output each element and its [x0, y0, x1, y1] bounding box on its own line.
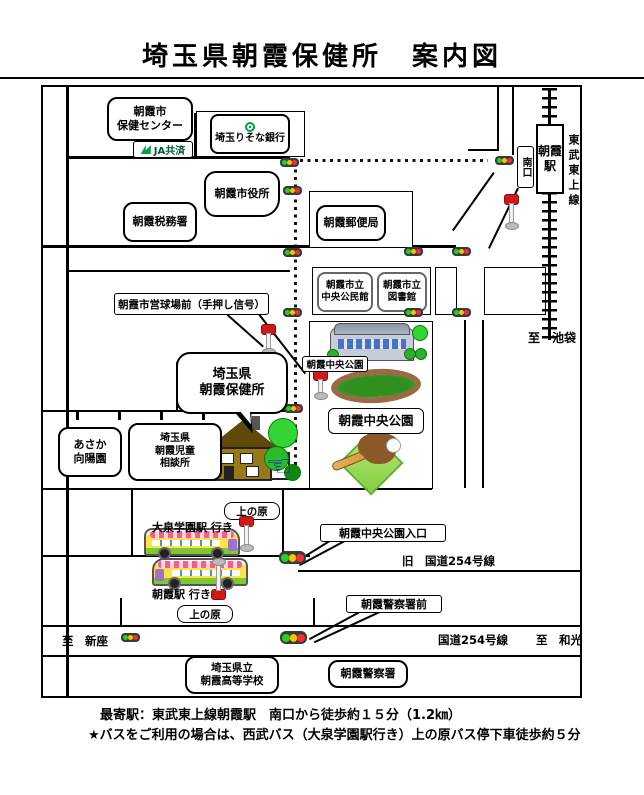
bus-stop-sign-icon [238, 516, 254, 552]
label-resona-bank: 埼玉りそな銀行 [210, 114, 290, 154]
south-exit-box: 南口 [517, 146, 534, 188]
tree-icon [415, 348, 427, 360]
label-child-consultation: 埼玉県 朝霞児童 相談所 [128, 423, 222, 481]
label-bus-oizumi: 大泉学園駅 行き [152, 521, 233, 534]
label-police-front: 朝霞警察署前 [346, 595, 442, 613]
label-ja-kyosai: JA共済 [133, 141, 193, 158]
tree-icon [284, 464, 301, 481]
label-to-wako: 至 和光 [536, 633, 582, 647]
fence-tick [202, 411, 205, 420]
label-city-hall: 朝霞市役所 [204, 171, 280, 217]
city-block [435, 267, 457, 315]
resona-text: 埼玉りそな銀行 [215, 133, 285, 145]
pointing-hand-icon: ☜ [266, 449, 293, 484]
road-line [482, 320, 484, 488]
traffic-light-icon [283, 308, 302, 317]
walking-route-horizontal [300, 159, 488, 162]
road-line [468, 149, 499, 151]
label-to-ikebukuro: 至 池袋 [528, 331, 577, 345]
road-line [464, 320, 466, 488]
label-uenohara-2: 上の原 [177, 605, 233, 623]
label-old-route254: 旧 国道254号線 [402, 554, 496, 568]
road-line [282, 490, 284, 555]
footer-line-1: 最寄駅：東武東上線朝霞駅 南口から徒歩約１５分（1.2㎞） [100, 708, 462, 723]
gym-illustration [330, 323, 414, 361]
traffic-light-icon [280, 631, 307, 644]
label-police-station: 朝霞警察署 [328, 660, 408, 688]
label-community-center: 朝霞市立 中央公民館 [317, 272, 373, 312]
road-line [41, 625, 582, 627]
road-line [41, 410, 298, 412]
label-park-large: 朝霞中央公園 [328, 408, 424, 434]
road-line [41, 555, 310, 557]
road-line [194, 113, 196, 157]
tree-icon [268, 418, 298, 448]
label-library: 朝霞市立 図書館 [377, 272, 427, 312]
road-line [497, 85, 499, 151]
traffic-light-icon [121, 633, 140, 642]
label-stadium-signal: 朝霞市営球場前（手押し信号） [114, 293, 269, 315]
label-to-niiza: 至 新座 [62, 634, 108, 648]
road-line [298, 570, 582, 572]
city-block [484, 267, 546, 315]
road-line [66, 270, 290, 272]
house-body [214, 447, 272, 481]
label-city-health-center: 朝霞市 保健センター [107, 97, 193, 141]
label-koyoen: あさか 向陽園 [58, 427, 122, 477]
label-route254: 国道254号線 [438, 633, 509, 647]
bus-illustration-asaka [152, 558, 248, 590]
fence-tick [76, 411, 79, 420]
title-divider [0, 77, 644, 79]
road-line [120, 598, 122, 625]
walking-route-vertical [294, 162, 297, 480]
traffic-light-icon [280, 158, 299, 167]
fence-tick [118, 411, 121, 420]
label-bus-asaka: 朝霞駅 行き [152, 588, 211, 601]
railway-track-icon [542, 88, 557, 126]
house-chimney [252, 416, 260, 430]
ja-kyosai-text: JA共済 [153, 146, 186, 157]
label-tax-office: 朝霞税務署 [123, 202, 197, 242]
bus-illustration-oizumi [144, 528, 240, 560]
map-frame [41, 85, 582, 698]
resona-logo-icon [245, 122, 255, 133]
station-name-box: 朝霞駅 [536, 124, 564, 194]
traffic-light-icon [452, 247, 471, 256]
ball-icon [386, 438, 401, 453]
label-high-school: 埼玉県立 朝霞高等学校 [185, 656, 279, 694]
bubble-pref-health-center: 埼玉県 朝霞保健所 [176, 352, 288, 414]
traffic-light-icon [404, 247, 423, 256]
label-tobu-line: 東武東上線 [567, 134, 580, 209]
road-line [512, 85, 514, 155]
traffic-light-icon [283, 248, 302, 257]
railway-track-icon [542, 192, 557, 340]
ja-logo-icon [140, 145, 151, 154]
road-line [41, 488, 432, 490]
road-line [66, 85, 69, 698]
road-line [41, 245, 456, 248]
label-post-office: 朝霞郵便局 [316, 205, 386, 241]
label-park-entrance: 朝霞中央公園入口 [320, 524, 446, 542]
label-park-small: 朝霞中央公園 [302, 356, 368, 372]
road-line [41, 655, 582, 657]
traffic-light-icon [495, 156, 514, 165]
tree-icon [412, 325, 428, 341]
traffic-light-icon [452, 308, 471, 317]
push-signal-icon [312, 370, 328, 400]
road-line [313, 598, 315, 625]
road-line [131, 490, 133, 555]
label-uenohara-1: 上の原 [224, 502, 280, 520]
bus-stop-sign-icon [503, 194, 519, 230]
traffic-light-icon [404, 308, 423, 317]
bus-stop-sign-icon [210, 558, 226, 600]
baseball-illustration [326, 428, 426, 496]
fence-tick [160, 411, 163, 420]
traffic-light-icon [279, 551, 306, 564]
page-title: 埼玉県朝霞保健所 案内図 [141, 42, 502, 72]
traffic-light-icon [283, 186, 302, 195]
footer-line-2: ★バスをご利用の場合は、西武バス（大泉学園駅行き）上の原バス停下車徒歩約５分 [88, 728, 581, 743]
traffic-light-icon [284, 404, 303, 413]
